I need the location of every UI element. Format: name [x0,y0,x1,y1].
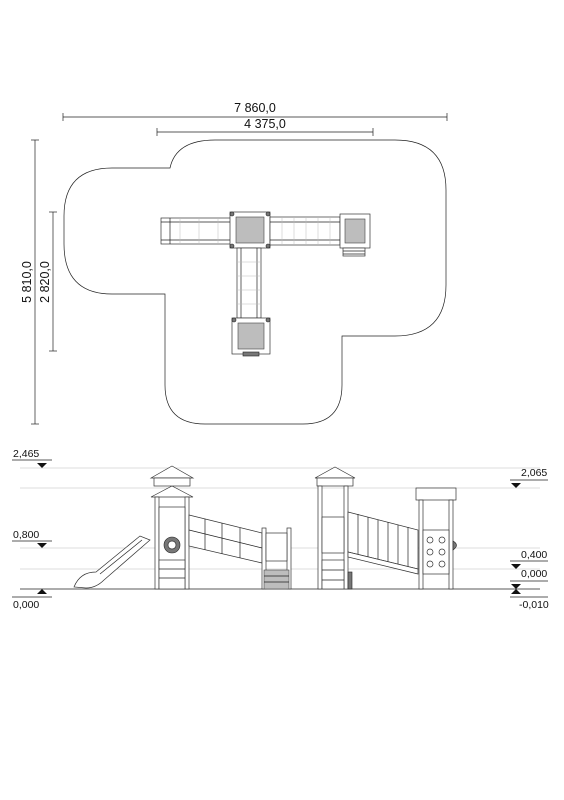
level-marker-below-ground-right: -0,010 [510,589,549,611]
elevation-right-bridge [347,511,419,575]
elevation-right-tower [314,466,356,590]
level-label-platform-right: 0,400 [521,549,547,561]
plan-bottom-tower [231,317,271,357]
elevation-view: 2,465 0,800 0,000 2,065 0,400 0,000 [12,448,549,611]
level-label-ground-right: 0,000 [521,568,547,580]
inner-depth-label: 2 820,0 [38,261,52,303]
safety-zone-outline [63,139,447,425]
level-marker-platform-right: 0,400 [510,549,548,569]
level-label-top-right: 2,065 [521,467,547,479]
overall-depth-label: 5 810,0 [20,261,34,303]
level-label-below-ground-right: -0,010 [519,599,549,611]
plan-right-tower [339,213,371,257]
level-marker-top-right: 2,065 [510,467,548,488]
level-marker-ground-left: 0,000 [12,589,52,611]
level-marker-ground-right: 0,000 [510,568,548,589]
plan-left-bridge [160,217,236,245]
level-label-platform-left: 0,800 [13,529,39,541]
inner-width-dimension: 4 375,0 [156,117,374,136]
elevation-slide [73,535,151,589]
overall-depth-dimension: 5 810,0 [20,139,39,425]
plan-central-tower [229,211,271,249]
level-label-ground-left: 0,000 [13,599,39,611]
level-marker-platform-left: 0,800 [12,529,52,548]
level-label-top-left: 2,465 [13,448,39,460]
elevation-far-right-tower [415,487,457,590]
plan-right-bridge [269,216,341,246]
elevation-left-platform [261,527,292,590]
plan-vertical-bridge [236,247,262,319]
inner-depth-dimension: 2 820,0 [38,211,57,352]
overall-width-dimension: 7 860,0 [62,101,448,121]
plan-view: 7 860,0 4 375,0 5 810,0 2 820,0 [20,101,448,425]
elevation-left-bridge [188,514,263,564]
overall-width-label: 7 860,0 [234,101,276,115]
level-marker-top-left: 2,465 [12,448,52,468]
elevation-left-tower [149,465,195,590]
inner-width-label: 4 375,0 [244,117,286,131]
